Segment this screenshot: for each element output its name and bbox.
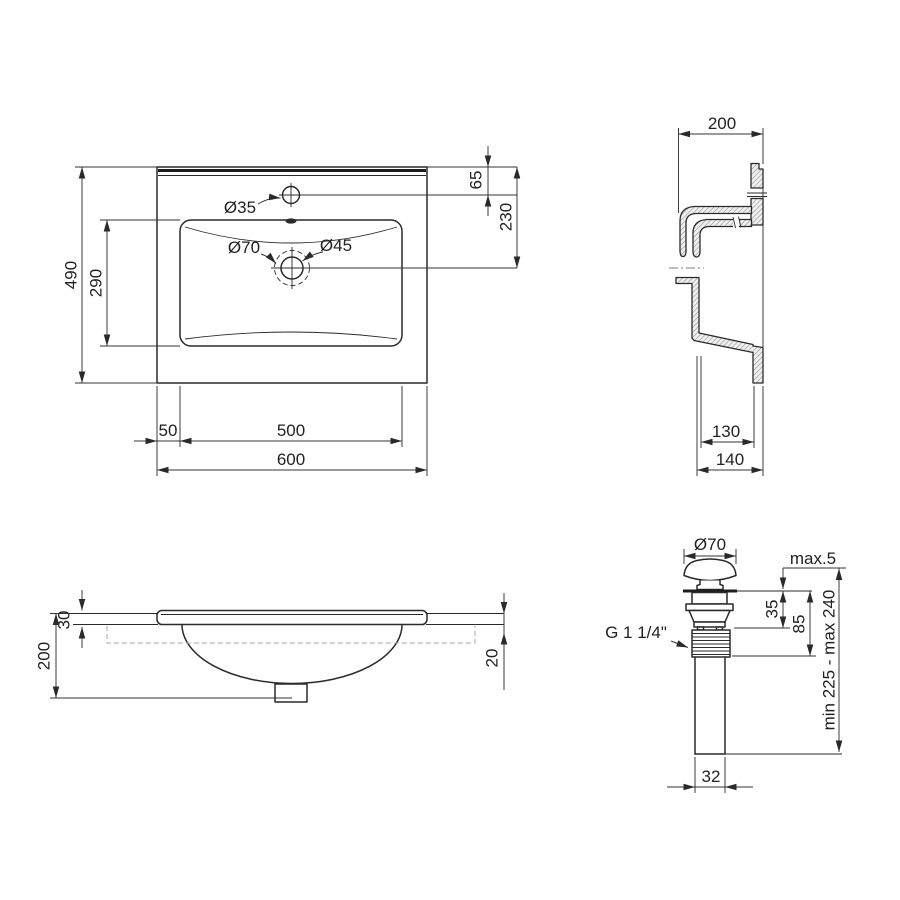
dim-basin-width: 500 bbox=[277, 421, 305, 440]
dim-cap-clearance: max.5 bbox=[790, 549, 836, 568]
dim-bottom-width: 140 bbox=[716, 450, 744, 469]
dim-overall-width: 600 bbox=[277, 450, 305, 469]
dim-body-height: 85 bbox=[790, 615, 809, 634]
tail-pipe bbox=[694, 656, 726, 755]
dim-front-height: 200 bbox=[35, 642, 54, 670]
drain-assembly-view: Ø70 G 1 1/4" bbox=[605, 535, 846, 793]
dim-pipe-diameter: 32 bbox=[702, 767, 721, 786]
thread-label: G 1 1/4" bbox=[605, 623, 667, 642]
dim-length-range: min 225 - max 240 bbox=[820, 590, 839, 731]
drain-hole-dia-label: Ø45 bbox=[320, 236, 352, 255]
dim-left-offset: 50 bbox=[159, 421, 178, 440]
dim-overall-depth: 490 bbox=[62, 261, 81, 289]
dim-upper-height: 35 bbox=[763, 600, 782, 619]
drain-recess-dia-label: Ø70 bbox=[228, 238, 260, 257]
bowl-outline bbox=[181, 623, 403, 685]
thread-section bbox=[691, 629, 731, 658]
overflow-slot bbox=[285, 218, 297, 224]
dim-apron-drop: 20 bbox=[483, 649, 502, 668]
dim-basin-depth: 290 bbox=[87, 269, 106, 297]
dim-bottom-inner-width: 130 bbox=[712, 422, 740, 441]
basin-rim bbox=[156, 609, 428, 626]
dim-faucet-to-back: 65 bbox=[467, 171, 486, 190]
dim-cap-diameter: Ø70 bbox=[694, 535, 726, 554]
dim-drain-to-back: 230 bbox=[497, 203, 516, 231]
faucet-hole bbox=[279, 183, 303, 207]
joint-break bbox=[733, 215, 739, 229]
popup-cap bbox=[683, 558, 737, 582]
side-section-view: 200 130 140 bbox=[669, 114, 767, 476]
faucet-hole-dia-label: Ø35 bbox=[224, 198, 256, 217]
front-view: 30 200 20 bbox=[35, 590, 508, 703]
top-view: Ø35 Ø70 Ø45 490 290 65 230 50 500 bbox=[62, 146, 521, 476]
dim-side-depth: 200 bbox=[708, 114, 736, 133]
drain-stub bbox=[274, 683, 308, 703]
